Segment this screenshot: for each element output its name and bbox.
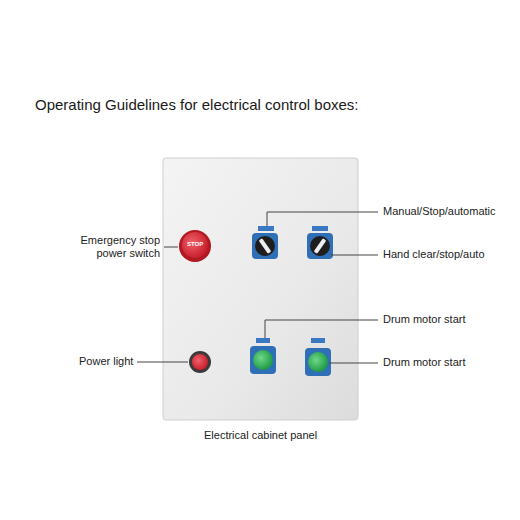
part-label: Emergency stop power switch — [60, 234, 160, 260]
leader-line — [267, 212, 378, 226]
part-label: Drum motor start — [383, 313, 466, 326]
switch-knob — [255, 236, 275, 256]
tag — [311, 338, 325, 343]
leader-line — [265, 320, 378, 338]
part-label: Manual/Stop/automatic — [383, 205, 496, 218]
knob-bar — [259, 238, 271, 253]
part-label: Hand clear/stop/auto — [383, 248, 485, 261]
switch-base — [307, 233, 333, 259]
green-button — [253, 350, 273, 370]
power-light — [192, 354, 208, 370]
light-bezel — [189, 351, 211, 373]
leader-line — [331, 255, 378, 256]
button-text: STOP — [187, 241, 203, 248]
knob-bar — [314, 238, 326, 253]
leader-line — [329, 363, 378, 364]
panel-caption: Electrical cabinet panel — [204, 429, 317, 442]
green-button — [308, 352, 328, 372]
tag — [258, 226, 274, 231]
switch-knob — [310, 236, 330, 256]
estop-base — [179, 230, 211, 262]
tag — [256, 338, 270, 343]
part-label: Drum motor start — [383, 356, 466, 369]
estop-button — [182, 232, 208, 258]
button-base — [250, 346, 276, 374]
leader-line — [137, 362, 188, 363]
leader-line — [164, 247, 178, 248]
button-base — [305, 348, 331, 376]
page-title: Operating Guidelines for electrical cont… — [35, 96, 359, 114]
panel — [163, 158, 358, 420]
part-label: Power light — [79, 355, 133, 368]
switch-base — [252, 233, 278, 259]
tag — [312, 226, 328, 231]
